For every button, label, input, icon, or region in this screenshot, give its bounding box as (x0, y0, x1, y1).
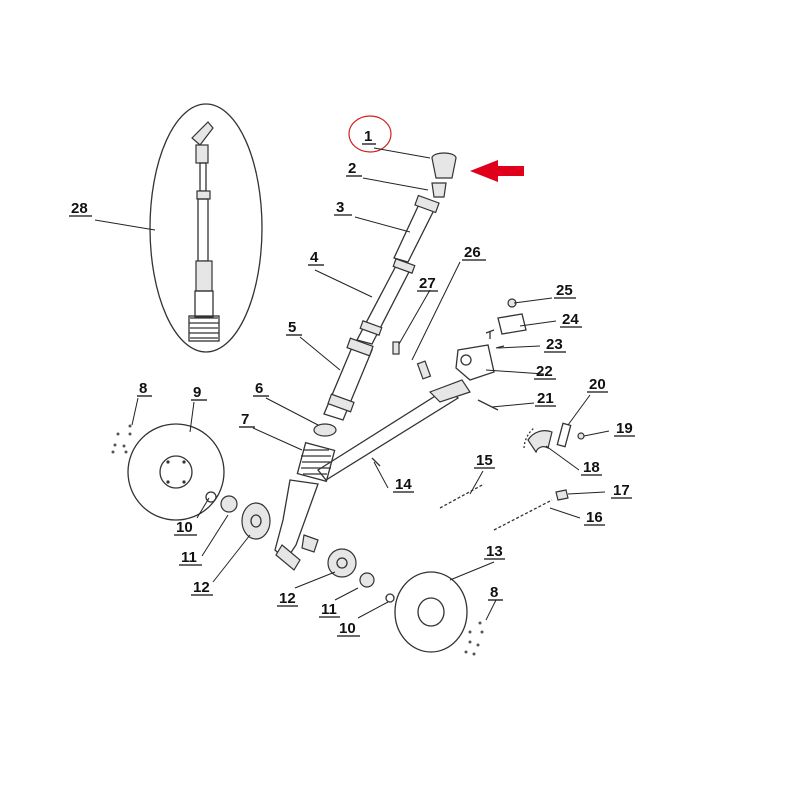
label-23: 23 (546, 336, 563, 353)
label-4: 4 (310, 249, 319, 266)
label-15: 15 (476, 452, 493, 469)
label-17: 17 (613, 482, 630, 499)
inset-ellipse (149, 103, 263, 353)
label-27: 27 (419, 275, 436, 292)
label-25: 25 (556, 282, 573, 299)
label-8-right: 8 (490, 584, 498, 601)
inset-assembly-28 (149, 103, 263, 353)
wheel-left (127, 423, 271, 540)
label-21: 21 (537, 390, 554, 407)
label-12-left: 12 (193, 579, 210, 596)
label-2: 2 (348, 160, 356, 177)
label-14: 14 (395, 476, 412, 493)
label-12-right: 12 (279, 590, 296, 607)
label-11-right: 11 (321, 601, 337, 618)
label-1: 1 (364, 128, 372, 145)
label-6: 6 (255, 380, 263, 397)
wheel-right (327, 548, 468, 653)
label-19: 19 (616, 420, 633, 437)
label-20: 20 (589, 376, 606, 393)
brake-hardware (439, 298, 585, 531)
leader-lines (94, 147, 610, 621)
label-22: 22 (536, 363, 553, 380)
label-10-left: 10 (176, 519, 193, 536)
steering-column (274, 152, 457, 571)
label-13: 13 (486, 543, 503, 560)
callout-circle-1 (348, 115, 392, 153)
label-7: 7 (241, 411, 249, 428)
frame-14 (317, 341, 471, 481)
hardware-8 (111, 424, 484, 656)
label-10-right: 10 (339, 620, 356, 637)
label-8: 8 (139, 380, 147, 397)
label-5: 5 (288, 319, 296, 336)
red-arrow-icon (470, 160, 524, 182)
label-3: 3 (336, 199, 344, 216)
label-24: 24 (562, 311, 579, 328)
label-16: 16 (586, 509, 603, 526)
part-labels: 1 2 3 4 5 6 7 8 9 10 11 12 12 11 10 13 8… (69, 128, 635, 637)
label-26: 26 (464, 244, 481, 261)
label-9: 9 (193, 384, 201, 401)
label-18: 18 (583, 459, 600, 476)
label-11-left: 11 (181, 549, 197, 566)
label-28: 28 (71, 200, 88, 217)
